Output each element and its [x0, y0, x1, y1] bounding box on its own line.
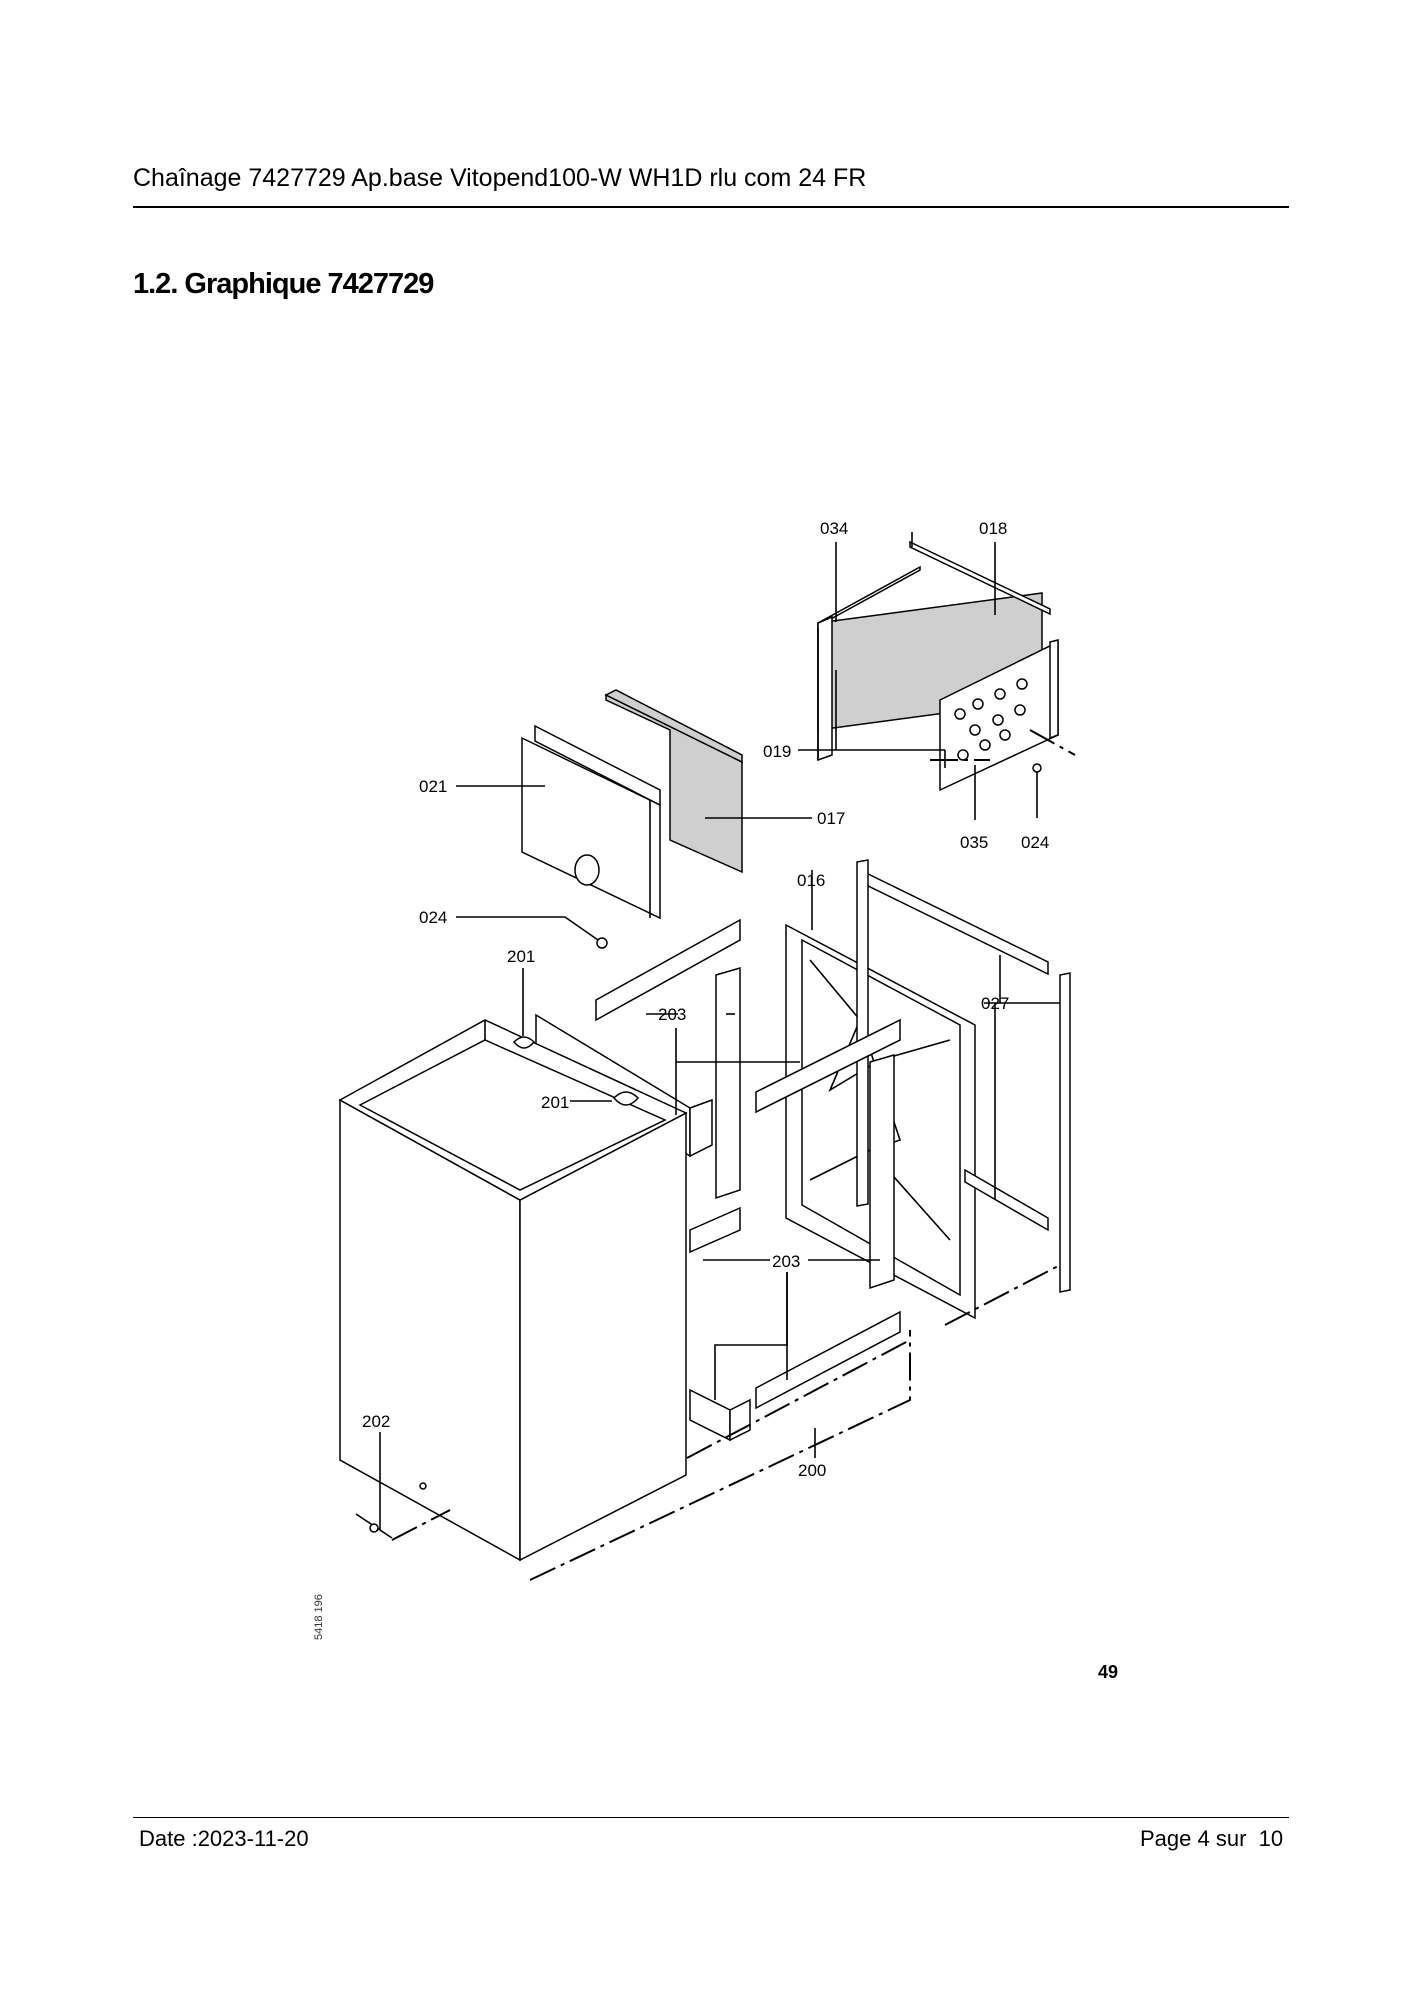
page-header-title: Chaînage 7427729 Ap.base Vitopend100-W W… [133, 164, 867, 192]
label-203-lower: 203 [772, 1252, 800, 1271]
label-035: 035 [960, 833, 988, 852]
label-024-left: 024 [419, 908, 447, 927]
label-201-top: 201 [507, 947, 535, 966]
label-021: 021 [419, 777, 447, 796]
part-200-cabinet [338, 1019, 688, 1562]
figure-number: 49 [1098, 1662, 1118, 1682]
label-034: 034 [820, 519, 848, 538]
label-027: 027 [981, 994, 1009, 1013]
label-017: 017 [817, 809, 845, 828]
part-035-side-panel [939, 639, 1059, 792]
label-018: 018 [979, 519, 1007, 538]
label-200: 200 [798, 1461, 826, 1480]
label-203-upper: 203 [658, 1005, 686, 1024]
part-201-clips [512, 1036, 640, 1106]
label-202: 202 [362, 1412, 390, 1431]
footer-page-label: Page 4 sur [1140, 1826, 1247, 1851]
part-027-strips [856, 859, 1071, 1293]
part-202-screw [355, 1513, 393, 1539]
screw-024-left [596, 937, 608, 949]
assembly-lines [391, 729, 1076, 1581]
label-024-right: 024 [1021, 833, 1049, 852]
drawing-code: 5418 196 [313, 1594, 325, 1640]
footer-page-number: Page 4 sur 10 [1140, 1826, 1283, 1852]
footer-date: Date :2023-11-20 [139, 1826, 309, 1851]
label-201-bottom: 201 [541, 1093, 569, 1112]
header-divider [133, 206, 1289, 208]
section-title: 1.2. Graphique 7427729 [133, 268, 434, 300]
part-021-plate [521, 724, 661, 920]
part-017-insulation [604, 689, 743, 874]
footer-divider [133, 1817, 1289, 1818]
panel-holes [954, 678, 1028, 761]
label-016: 016 [797, 871, 825, 890]
label-019: 019 [763, 742, 791, 761]
screw-024-right [1032, 763, 1042, 800]
leader-lines [379, 542, 1060, 1530]
footer-page-total: 10 [1258, 1826, 1284, 1851]
